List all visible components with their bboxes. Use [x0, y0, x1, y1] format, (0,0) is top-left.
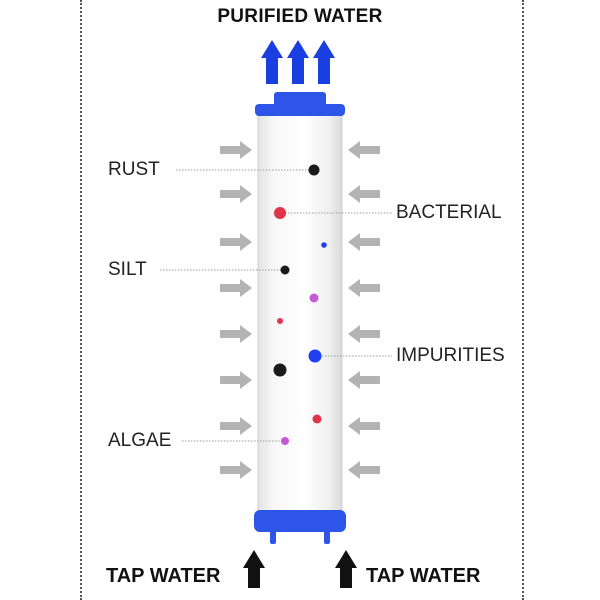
filter-body — [257, 105, 343, 521]
left-dotted-divider — [80, 0, 82, 600]
algae-particle — [309, 293, 319, 303]
gray-right-arrow-icon — [220, 371, 252, 389]
bacterial-particle-medium — [312, 414, 322, 424]
gray-left-arrow-icon — [348, 371, 380, 389]
algae-label: ALGAE — [108, 430, 172, 451]
gray-right-arrow-icon — [220, 417, 252, 435]
leader-lines — [160, 169, 392, 442]
silt-particle — [280, 265, 290, 275]
right-dotted-divider — [522, 0, 524, 600]
blue-up-arrow-icon — [261, 40, 283, 84]
gray-left-arrow-icon — [348, 279, 380, 297]
gray-right-arrow-icon — [220, 141, 252, 159]
particles — [273, 164, 327, 445]
gray-right-arrow-icon — [220, 279, 252, 297]
gray-right-arrow-icon — [220, 325, 252, 343]
gray-left-arrow-icon — [348, 233, 380, 251]
bacterial-particle-small — [277, 318, 283, 324]
rust-particle-large — [273, 363, 287, 377]
filter-cartridge — [254, 92, 346, 544]
bacterial-label: BACTERIAL — [396, 202, 502, 223]
tap-water-left-label: TAP WATER — [106, 565, 221, 587]
purified-water-title: PURIFIED WATER — [217, 6, 383, 27]
bacterial-particle — [274, 207, 286, 219]
impurity-particle-small — [321, 242, 327, 248]
blue-up-arrow-icon — [313, 40, 335, 84]
right-inflow-arrows — [348, 141, 380, 479]
bottom-cap-leg-left — [270, 530, 276, 544]
black-up-arrow-icon — [335, 550, 357, 588]
rust-label: RUST — [108, 159, 160, 180]
gray-left-arrow-icon — [348, 185, 380, 203]
gray-left-arrow-icon — [348, 325, 380, 343]
bottom-cap — [254, 510, 346, 532]
gray-right-arrow-icon — [220, 185, 252, 203]
gray-left-arrow-icon — [348, 141, 380, 159]
gray-right-arrow-icon — [220, 233, 252, 251]
top-cap-rim — [255, 104, 345, 116]
black-up-arrow-icon — [243, 550, 265, 588]
tap-water-right-label: TAP WATER — [366, 565, 481, 587]
gray-left-arrow-icon — [348, 417, 380, 435]
bottom-cap-leg-right — [324, 530, 330, 544]
left-inflow-arrows — [220, 141, 252, 479]
blue-up-arrow-icon — [287, 40, 309, 84]
algae-particle-small — [281, 437, 289, 445]
purified-flow-arrows — [261, 40, 335, 84]
gray-left-arrow-icon — [348, 461, 380, 479]
rust-particle — [308, 164, 320, 176]
impurity-particle — [308, 349, 322, 363]
impurities-label: IMPURITIES — [396, 345, 505, 366]
tap-water-arrows — [243, 550, 357, 588]
gray-right-arrow-icon — [220, 461, 252, 479]
silt-label: SILT — [108, 259, 147, 280]
